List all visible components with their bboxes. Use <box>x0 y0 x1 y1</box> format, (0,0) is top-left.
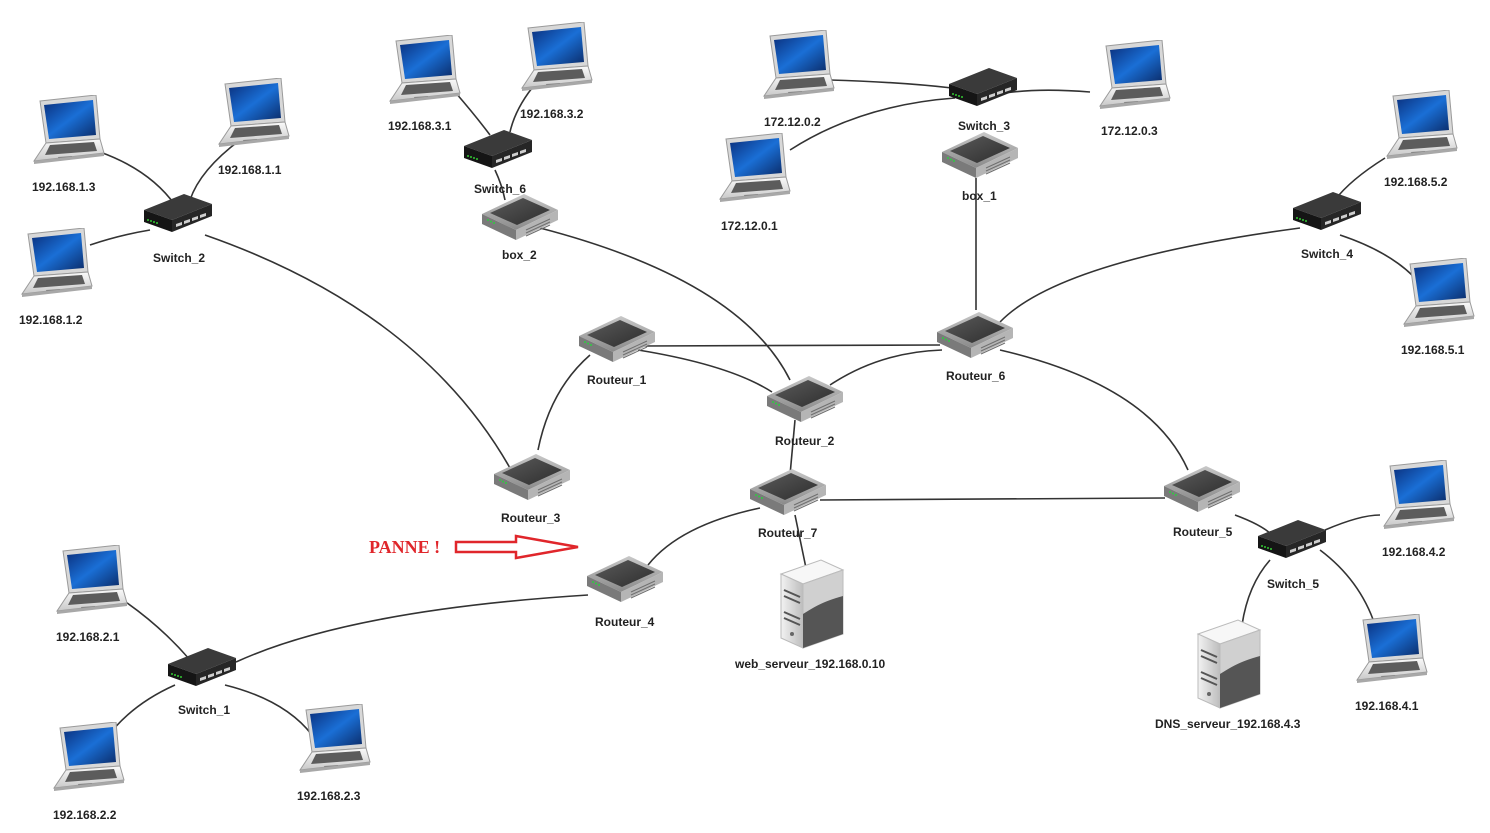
switch-icon <box>168 648 236 686</box>
failure-annotation: PANNE ! <box>369 534 579 560</box>
node-label: 192.168.3.2 <box>520 107 584 121</box>
link-switch2-pc-1-1 <box>189 139 241 201</box>
link-switch6-pc-3-1 <box>454 91 491 136</box>
router-icon <box>1163 465 1241 513</box>
link-routeur4-switch1 <box>235 594 589 663</box>
node-label: Routeur_3 <box>501 511 561 525</box>
link-box2-routeur2 <box>539 227 791 381</box>
link-switch6-pc-3-2 <box>509 87 533 133</box>
node-label: Switch_3 <box>958 119 1010 133</box>
node-label: 172.12.0.2 <box>764 115 821 129</box>
node-label: box_2 <box>502 248 537 262</box>
switch-icon <box>1293 192 1361 230</box>
laptop-icon <box>521 22 593 92</box>
switch-icon <box>144 194 212 232</box>
link-switch5-pc-4-2 <box>1324 514 1381 531</box>
link-switch6-box2 <box>494 169 506 201</box>
link-routeur7-routeur5 <box>819 497 1166 501</box>
node-label: Switch_2 <box>153 251 205 265</box>
link-routeur2-routeur7 <box>789 419 796 476</box>
node-label: 192.168.1.2 <box>19 313 83 327</box>
link-switch1-pc-2-3 <box>224 684 313 736</box>
node-label: 192.168.1.3 <box>32 180 96 194</box>
node-label: Routeur_5 <box>1173 525 1233 539</box>
node-label: 172.12.0.3 <box>1101 124 1158 138</box>
panne-label: PANNE ! <box>369 537 440 557</box>
laptop-icon <box>1386 90 1458 160</box>
box-icon <box>481 193 559 241</box>
server-icon <box>1197 619 1261 709</box>
link-switch2-pc-1-3 <box>99 151 176 206</box>
node-label: DNS_serveur_192.168.4.3 <box>1155 717 1301 731</box>
node-label: Routeur_4 <box>595 615 655 629</box>
link-switch3-pc-172-0-1 <box>789 97 956 151</box>
node-label: 192.168.5.1 <box>1401 343 1465 357</box>
link-switch5-dns-server <box>1241 559 1271 626</box>
laptop-icon <box>1403 258 1475 328</box>
link-routeur2-routeur6 <box>829 349 943 386</box>
laptop-icon <box>218 78 290 148</box>
laptop-icon <box>299 704 371 774</box>
right-arrow-icon <box>454 534 579 560</box>
laptop-icon <box>1383 460 1455 530</box>
link-routeur1-routeur3 <box>537 354 591 451</box>
link-routeur7-web-server <box>794 514 807 569</box>
link-routeur6-routeur5 <box>999 349 1189 471</box>
node-label: Routeur_7 <box>758 526 818 540</box>
node-label: Routeur_1 <box>587 373 647 387</box>
laptop-icon <box>1099 40 1171 110</box>
node-label: Switch_1 <box>178 703 230 717</box>
router-icon <box>578 315 656 363</box>
node-label: Routeur_2 <box>775 434 835 448</box>
links-layer <box>89 79 1426 741</box>
link-switch4-routeur6 <box>999 227 1301 323</box>
link-switch5-pc-4-1 <box>1319 549 1376 626</box>
box-icon <box>941 131 1019 179</box>
node-label: web_serveur_192.168.0.10 <box>734 657 885 671</box>
switch-icon <box>949 68 1017 106</box>
router-icon <box>749 468 827 516</box>
switch-icon <box>464 130 532 168</box>
node-label: 192.168.2.2 <box>53 808 117 822</box>
server-icon <box>780 559 844 649</box>
laptop-icon <box>719 133 791 203</box>
node-label: 192.168.4.2 <box>1382 545 1446 559</box>
router-icon <box>766 375 844 423</box>
laptop-icon <box>1356 614 1428 684</box>
node-label: 192.168.4.1 <box>1355 699 1419 713</box>
link-routeur5-switch5 <box>1234 514 1273 536</box>
node-label: Switch_6 <box>474 182 526 196</box>
link-switch1-pc-2-1 <box>119 597 191 661</box>
node-label: Routeur_6 <box>946 369 1006 383</box>
link-switch2-routeur3 <box>204 234 511 469</box>
laptop-icon <box>389 35 461 105</box>
laptop-icon <box>33 95 105 165</box>
link-routeur1-routeur2 <box>637 349 773 393</box>
node-label: 192.168.5.2 <box>1384 175 1448 189</box>
laptop-icon <box>21 228 93 298</box>
node-label: 192.168.1.1 <box>218 163 282 177</box>
node-label: 192.168.2.1 <box>56 630 120 644</box>
node-label: Switch_4 <box>1301 247 1353 261</box>
laptop-icon <box>56 545 128 615</box>
node-label: 192.168.3.1 <box>388 119 452 133</box>
link-switch2-pc-1-2 <box>89 229 151 246</box>
laptop-icon <box>53 722 125 792</box>
link-routeur7-routeur4 <box>647 507 761 566</box>
switch-icon <box>1258 520 1326 558</box>
node-label: box_1 <box>962 189 997 203</box>
link-routeur1-routeur6 <box>639 344 941 347</box>
link-switch3-pc-172-0-3 <box>1004 89 1091 94</box>
router-icon <box>586 555 664 603</box>
laptop-icon <box>763 30 835 100</box>
node-label: 172.12.0.1 <box>721 219 778 233</box>
link-switch3-pc-172-0-2 <box>829 79 953 89</box>
node-label: Switch_5 <box>1267 577 1319 591</box>
node-label: 192.168.2.3 <box>297 789 361 803</box>
link-switch4-pc-5-2 <box>1334 157 1386 201</box>
